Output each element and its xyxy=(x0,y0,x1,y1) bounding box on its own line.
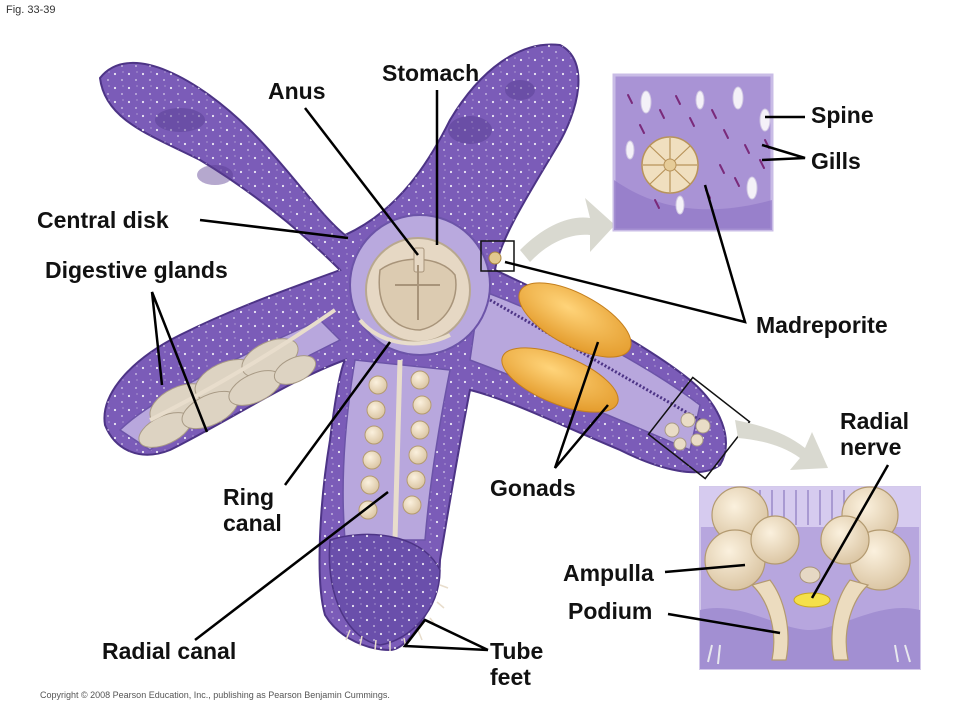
label-tube-feet: Tube feet xyxy=(490,638,544,690)
gonad-lower xyxy=(501,347,619,413)
right-arm-cavity xyxy=(469,282,711,452)
leader-anus xyxy=(304,107,419,256)
lower-arm-cavity xyxy=(328,359,451,651)
ampullae-column xyxy=(358,370,432,520)
figure-number: Fig. 33-39 xyxy=(6,4,56,16)
ampulla-bulbs xyxy=(704,486,911,591)
leader-ring-canal xyxy=(283,341,392,486)
label-anus: Anus xyxy=(268,78,326,104)
left-arm-cavity xyxy=(118,308,342,451)
leader-radial-canal xyxy=(194,491,389,641)
label-madreporite: Madreporite xyxy=(756,312,888,338)
copyright-notice: Copyright © 2008 Pearson Education, Inc.… xyxy=(40,690,390,700)
label-gills: Gills xyxy=(811,148,861,174)
label-gonads: Gonads xyxy=(490,475,576,501)
label-podium: Podium xyxy=(568,598,653,624)
spines xyxy=(625,86,771,215)
label-radial-nerve: Radial nerve xyxy=(840,408,910,460)
leader-digestive-glands xyxy=(150,291,209,433)
tube-foot-inset xyxy=(699,486,921,670)
gonad-upper xyxy=(518,282,632,358)
leader-gonads xyxy=(553,341,609,469)
leader-gills xyxy=(761,143,806,162)
leader-lines xyxy=(150,90,890,652)
madreporite-plate xyxy=(641,136,699,194)
leader-central-disk xyxy=(199,218,349,240)
leader-ampulla xyxy=(664,563,746,574)
label-central-disk: Central disk xyxy=(37,207,169,233)
leader-madreporite xyxy=(504,184,747,324)
callout-arrow-bottom xyxy=(735,420,828,470)
podia xyxy=(750,579,870,661)
label-ampulla: Ampulla xyxy=(563,560,654,586)
leader-radial-nerve xyxy=(810,464,890,599)
surface-detail-inset xyxy=(612,73,774,232)
label-spine: Spine xyxy=(811,102,874,128)
callout-arrow-top xyxy=(520,198,615,262)
label-ring-canal: Ring canal xyxy=(223,484,282,536)
leader-podium xyxy=(667,612,781,635)
label-radial-canal: Radial canal xyxy=(102,638,237,664)
madreporite-callout-box xyxy=(480,240,515,272)
radial-nerve-tissue xyxy=(793,592,831,608)
leader-tube-feet xyxy=(402,618,489,652)
label-digestive-glands: Digestive glands xyxy=(45,257,228,283)
label-stomach: Stomach xyxy=(382,60,480,86)
tube-foot-callout-box xyxy=(647,376,751,480)
